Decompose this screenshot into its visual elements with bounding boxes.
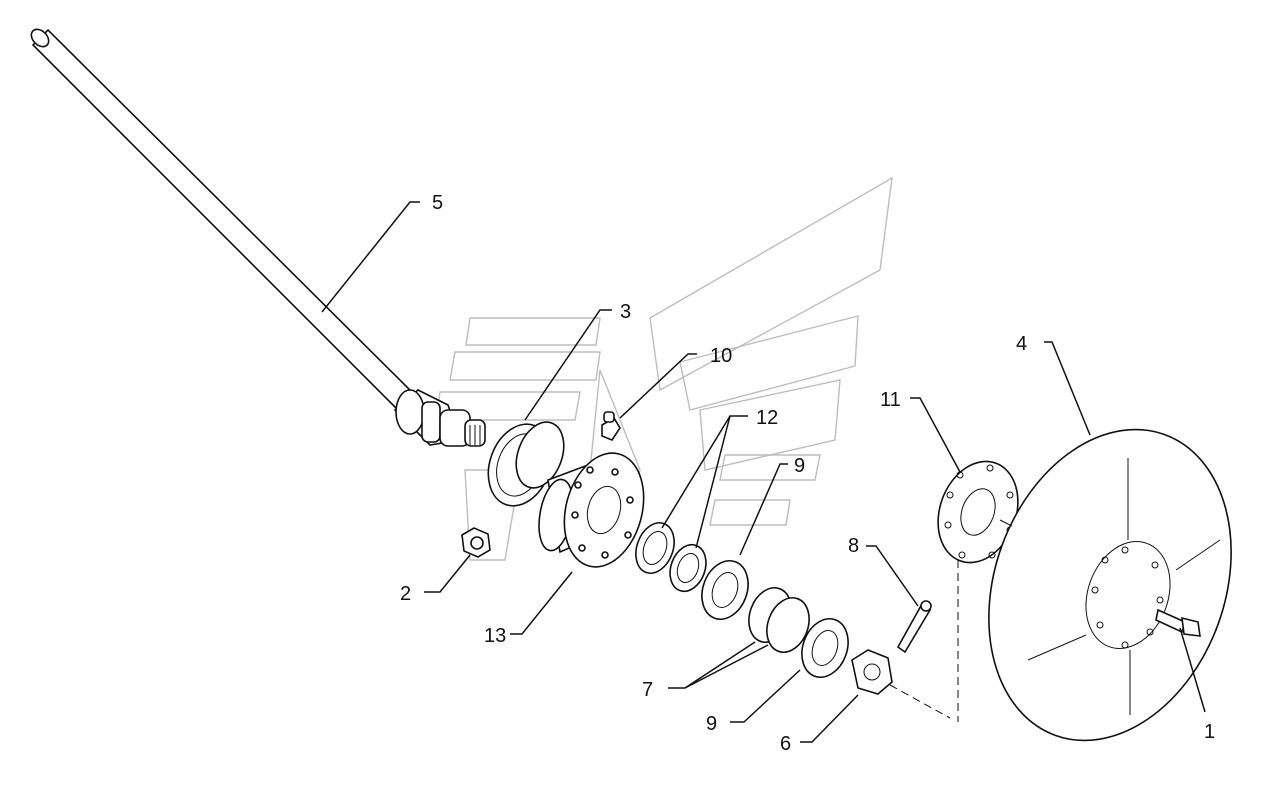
bearing-inner bbox=[701, 560, 749, 620]
lock-nut bbox=[461, 527, 491, 558]
callout-7: 7 bbox=[642, 679, 653, 701]
callout-2: 2 bbox=[400, 583, 411, 605]
callout-3: 3 bbox=[620, 301, 631, 323]
split-pin bbox=[896, 600, 932, 654]
callout-10: 10 bbox=[710, 345, 732, 367]
gasket-plate bbox=[937, 460, 1019, 564]
callout-13: 13 bbox=[484, 625, 506, 647]
wheel-hub bbox=[538, 452, 645, 568]
castle-nut bbox=[851, 649, 893, 695]
axle-shaft bbox=[30, 28, 486, 447]
callout-1: 1 bbox=[1204, 721, 1215, 743]
callout-11: 11 bbox=[880, 389, 901, 411]
callout-5: 5 bbox=[432, 192, 443, 214]
callout-labels: 1 2 3 4 5 6 7 8 9 9 10 11 12 13 bbox=[400, 192, 1215, 755]
disc-bolt bbox=[1155, 608, 1201, 637]
callout-4: 4 bbox=[1016, 333, 1027, 355]
seal-rings bbox=[635, 522, 707, 593]
callout-12: 12 bbox=[756, 407, 778, 429]
bearing-outer bbox=[801, 618, 849, 678]
grease-nipple bbox=[601, 411, 621, 441]
harrow-disc bbox=[988, 428, 1232, 742]
retaining-rings bbox=[748, 587, 810, 653]
assembly-axis bbox=[889, 519, 1013, 722]
callout-9-upper: 9 bbox=[794, 455, 805, 477]
callout-9-lower: 9 bbox=[706, 713, 717, 735]
callout-6: 6 bbox=[780, 733, 791, 755]
seal-cup bbox=[487, 421, 565, 507]
leader-lines bbox=[321, 201, 1206, 743]
callout-8: 8 bbox=[848, 535, 859, 557]
